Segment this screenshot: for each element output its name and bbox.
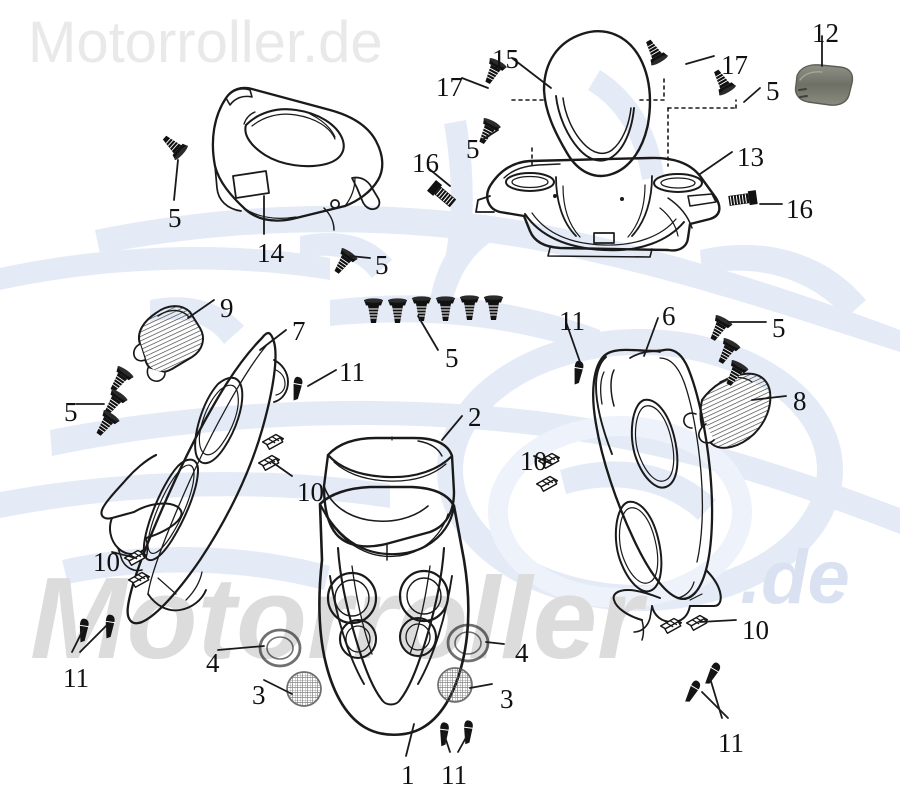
watermark-bottom-de-text: .de [740,535,850,620]
callout-14-upper-handlebar-cover: 14 [257,238,284,268]
callout-12-rubber-block: 12 [812,18,839,48]
callout-15-windscreen: 15 [492,44,519,74]
callout-8-turn-signal-right: 8 [793,386,807,416]
part-7-left-side-cover [100,331,289,625]
callout-1-front-cover: 1 [401,760,415,790]
part-2-upper-front-cover [322,436,456,548]
callout-leader-lines [71,35,823,757]
part-13-handlebar-cover-lower [475,156,721,258]
part-6-right-side-cover [592,348,722,641]
callout-3-mesh-grommet: 3 [500,684,514,714]
callout-10-nut-clip: 10 [520,446,547,476]
callout-16-bolt: 16 [786,194,813,224]
callout-17-screw: 17 [721,50,748,80]
callout-5-screw: 5 [168,203,182,233]
callout-10-nut-clip: 10 [93,547,120,577]
callout-10-nut-clip: 10 [297,477,324,507]
callout-10-nut-clip: 10 [742,615,769,645]
part-16-bolts [427,180,758,208]
part-1-front-cover [318,485,470,737]
part-3-mesh-grommets [286,667,473,707]
part-9-turn-signal-left [132,305,205,382]
callout-11-clip: 11 [63,663,89,693]
callout-11-clip: 11 [559,306,585,336]
callout-5-screw: 5 [375,250,389,280]
callout-5-screw: 5 [445,343,459,373]
callout-4-grommet: 4 [206,648,220,678]
watermark-bottom-de: .de [740,540,850,616]
callout-9-turn-signal-left: 9 [220,293,234,323]
part-14-handlebar-cover-upper [211,86,384,231]
callout-7-left-side-cover: 7 [292,316,306,346]
part-12-rubber-block [794,64,854,106]
callout-6-right-side-cover: 6 [662,301,676,331]
callout-2-upper-front-cover: 2 [468,402,482,432]
callout-5-screw: 5 [766,76,780,106]
callout-5-screw: 5 [466,134,480,164]
part-10-nut-clips [123,433,710,635]
callout-16-bolt: 16 [412,148,439,178]
callout-13-handlebar-cover: 13 [737,142,764,172]
callout-3-mesh-grommet: 3 [252,680,266,710]
callout-4-grommet: 4 [515,638,529,668]
callout-11-clip: 11 [441,760,467,790]
callout-11-clip: 11 [339,357,365,387]
watermark-top: Motorroller.de [28,10,383,75]
alignment-dotted-lines [511,77,737,167]
part-15-windscreen [542,30,652,178]
callout-5-screw: 5 [64,397,78,427]
callout-17-screw: 17 [436,72,463,102]
callout-5-screw: 5 [772,313,786,343]
callout-11-clip: 11 [718,728,744,758]
